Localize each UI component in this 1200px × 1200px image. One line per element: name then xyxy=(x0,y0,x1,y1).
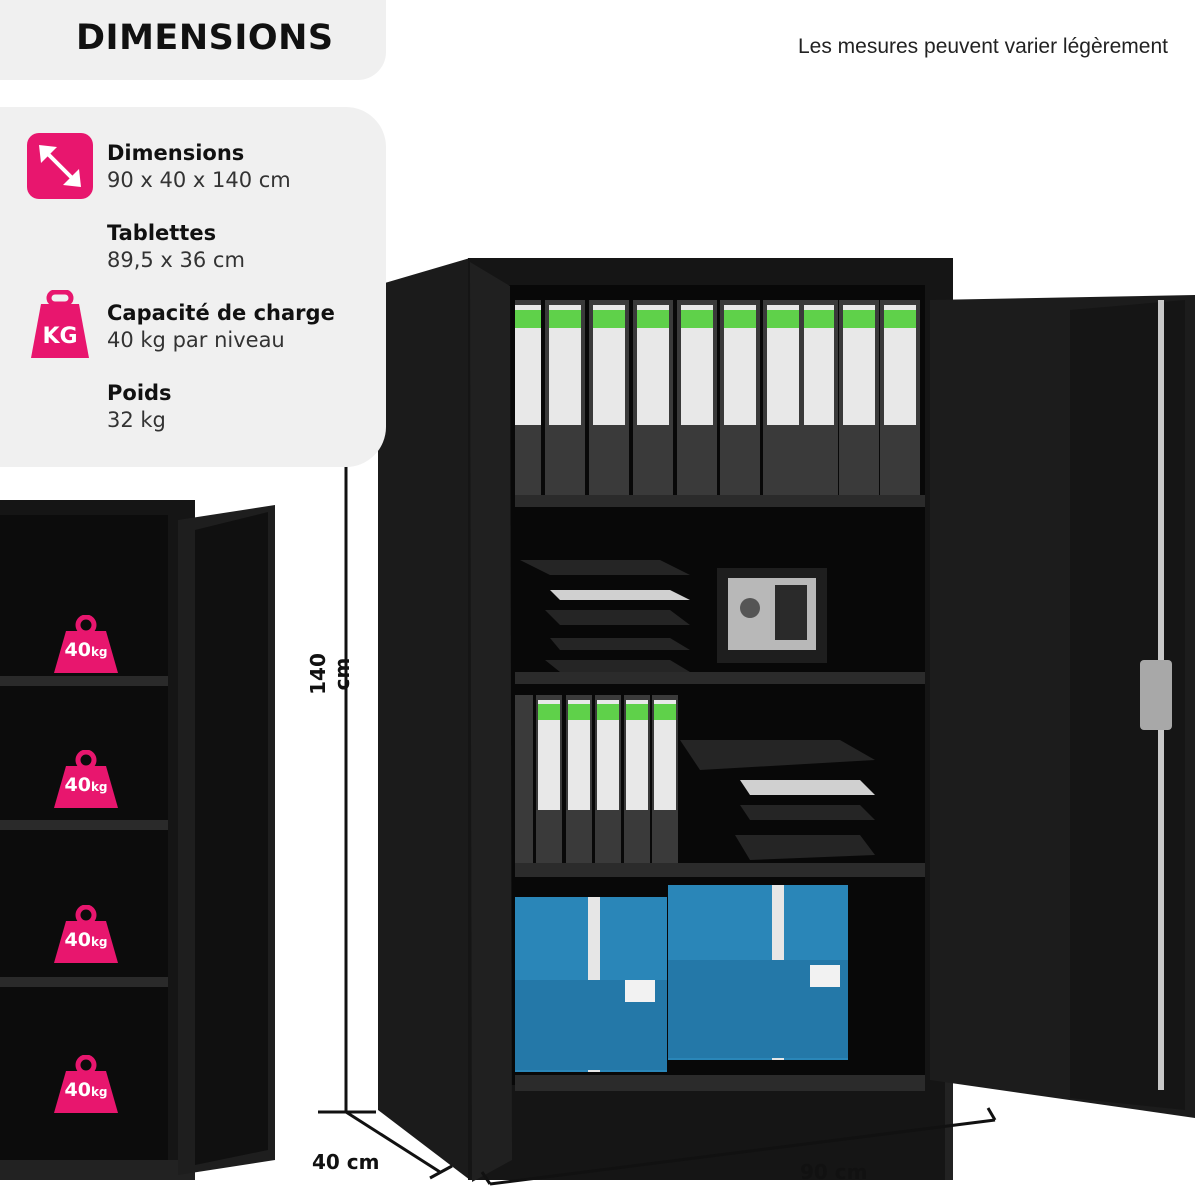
spec-value-weight: 32 kg xyxy=(107,408,166,432)
spec-label-dimensions: Dimensions xyxy=(107,141,245,165)
load-badge: 40kg xyxy=(52,905,120,965)
spec-value-dimensions: 90 x 40 x 140 cm xyxy=(107,168,291,192)
measurement-note: Les mesures peuvent varier légèrement xyxy=(797,35,1168,58)
kg-weight-icon: KG xyxy=(27,289,93,360)
trays-and-safe xyxy=(520,560,827,672)
binders-lower xyxy=(515,695,875,863)
load-unit: kg xyxy=(90,1085,108,1099)
load-value: 40 xyxy=(64,639,91,661)
left-cabinet xyxy=(0,500,275,1180)
main-cabinet xyxy=(318,258,1195,1186)
load-value: 40 xyxy=(64,929,91,951)
paper-boxes xyxy=(515,885,848,1072)
load-unit: kg xyxy=(90,935,108,949)
binders-top xyxy=(515,300,920,495)
load-unit: kg xyxy=(90,780,108,794)
depth-dimension-label: 40 cm xyxy=(312,1150,380,1174)
kg-icon-text: KG xyxy=(42,324,78,349)
spec-label-capacity: Capacité de charge xyxy=(107,301,335,325)
load-value: 40 xyxy=(64,774,91,796)
title-panel xyxy=(0,0,386,80)
spec-label-shelves: Tablettes xyxy=(107,221,217,245)
spec-label-weight: Poids xyxy=(107,381,172,405)
height-dimension-label: 140 cm xyxy=(306,653,354,695)
page-title: DIMENSIONS xyxy=(76,18,334,58)
resize-arrow-icon xyxy=(27,133,93,199)
spec-value-capacity: 40 kg par niveau xyxy=(107,328,285,352)
load-badge: 40kg xyxy=(52,1055,120,1115)
width-dimension-label: 90 cm xyxy=(800,1160,868,1184)
spec-value-shelves: 89,5 x 36 cm xyxy=(107,248,245,272)
load-unit: kg xyxy=(90,645,108,659)
load-badge: 40kg xyxy=(52,615,120,675)
load-value: 40 xyxy=(64,1079,91,1101)
load-badge: 40kg xyxy=(52,750,120,810)
